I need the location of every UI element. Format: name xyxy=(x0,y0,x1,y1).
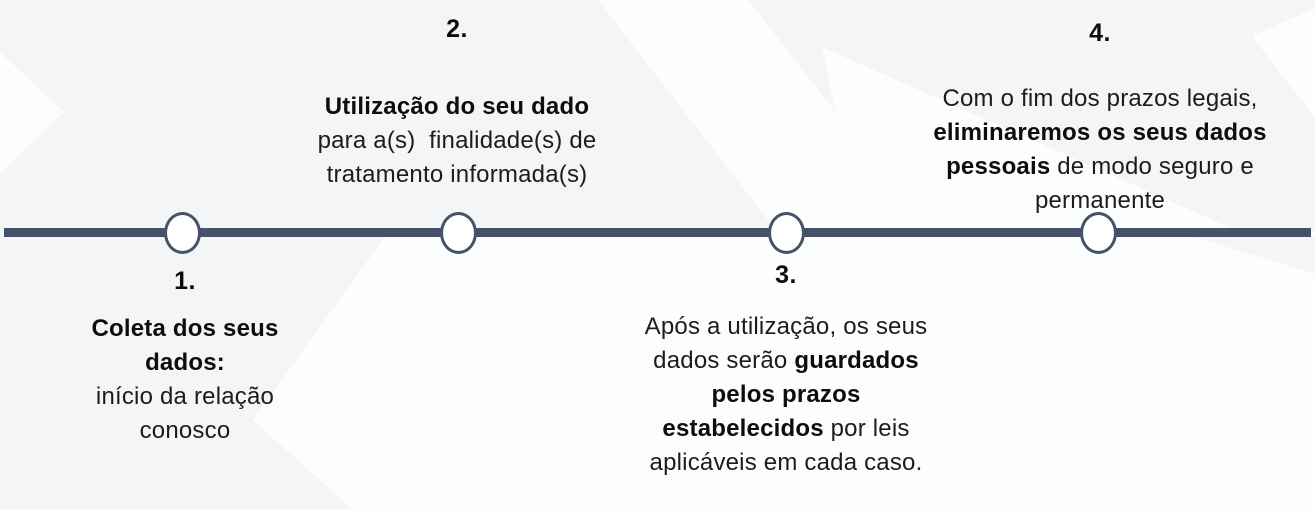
timeline-node-3 xyxy=(768,212,805,254)
step-1-number: 1. xyxy=(174,267,196,295)
background-shape xyxy=(822,47,1240,232)
step-text-line: dados: xyxy=(145,349,225,376)
timeline-step-2: 2. Utilização do seu dado para a(s) final… xyxy=(257,14,657,192)
step-text-line: dados serão guardados xyxy=(653,347,919,374)
step-text-line: pessoais de modo seguro e xyxy=(946,153,1254,180)
step-text-line: aplicáveis em cada caso. xyxy=(649,449,923,476)
step-text-line: pelos prazos xyxy=(711,381,861,408)
step-text-line: tratamento informada(s) xyxy=(326,161,588,188)
background-shape xyxy=(1252,8,1315,118)
step-text-line: para a(s) finalidade(s) de xyxy=(317,127,597,154)
timeline-step-1: 1. Coleta dos seus dados: início da relaçã… xyxy=(15,266,355,448)
step-text-line: Coleta dos seus xyxy=(91,315,279,342)
step-text-line: eliminaremos os seus dados xyxy=(933,119,1267,146)
step-4-text: Com o fim dos prazos legais, eliminaremos… xyxy=(885,82,1315,218)
step-text-line: estabelecidos por leis xyxy=(662,415,910,442)
step-1-text: Coleta dos seus dados: início da relação co… xyxy=(15,312,355,448)
step-text-line: permanente xyxy=(1034,187,1166,214)
timeline-node-4 xyxy=(1080,212,1117,254)
step-3-number: 3. xyxy=(775,261,797,289)
step-text-line: conosco xyxy=(139,417,231,444)
step-2-text: Utilização do seu dado para a(s) finalida… xyxy=(257,90,657,192)
step-text-line: Com o fim dos prazos legais, xyxy=(942,85,1258,112)
step-3-text: Após a utilização, os seus dados serão gu… xyxy=(576,310,996,480)
background-shape xyxy=(253,232,1315,509)
step-text-line: Utilização do seu dado xyxy=(324,93,590,120)
timeline-step-3: 3. Após a utilização, os seus dados serão… xyxy=(576,260,996,480)
timeline-node-1 xyxy=(164,212,201,254)
timeline-step-4: 4. Com o fim dos prazos legais, eliminare… xyxy=(885,18,1315,218)
step-text-line: início da relação xyxy=(95,383,275,410)
step-text-line: Após a utilização, os seus xyxy=(644,313,928,340)
step-2-number: 2. xyxy=(446,15,468,43)
step-4-number: 4. xyxy=(1089,19,1111,47)
timeline-node-2 xyxy=(440,212,477,254)
background-shape xyxy=(0,52,64,174)
background-shape-gray xyxy=(1195,237,1315,274)
timeline-line xyxy=(4,228,1311,237)
